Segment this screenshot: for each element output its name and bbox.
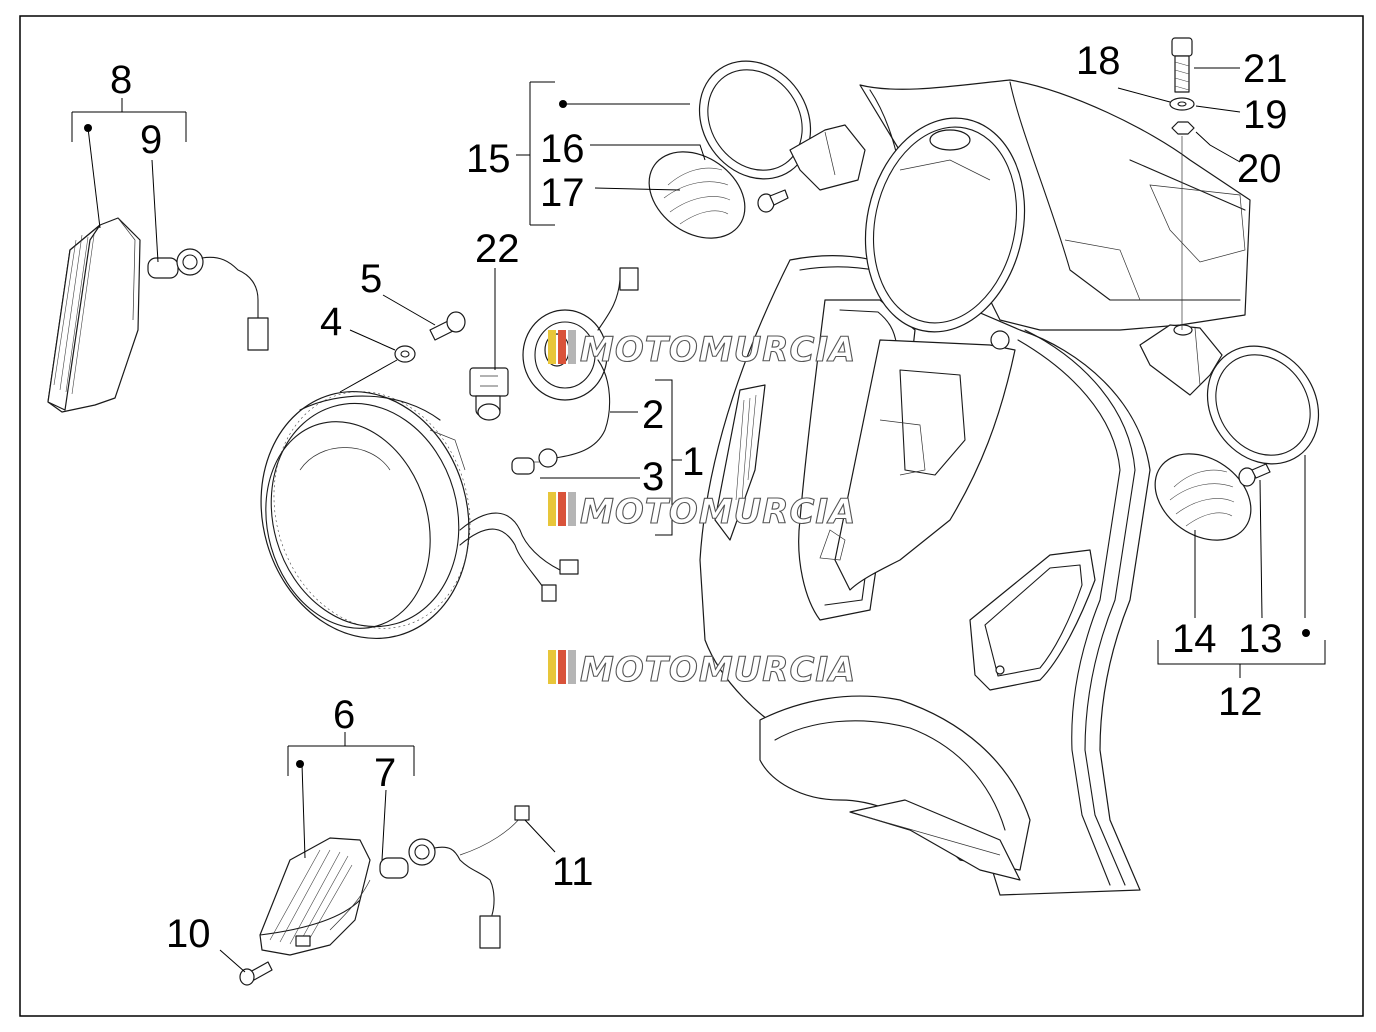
watermark-text: MOTOMURCIA — [580, 330, 856, 370]
right-mirror — [1139, 324, 1320, 465]
front-right-indicator — [259, 837, 371, 956]
callout-7: 7 — [374, 751, 396, 795]
front-left-indicator — [47, 217, 141, 413]
callout-9: 9 — [140, 118, 162, 162]
callout-5: 5 — [360, 257, 382, 301]
mirror-washer — [1169, 97, 1195, 111]
right-mirror-screw — [1238, 463, 1271, 487]
watermark-stripe-red — [558, 492, 566, 526]
callout-18: 18 — [1076, 39, 1121, 83]
callout-11: 11 — [552, 850, 594, 894]
headlight-washer — [394, 345, 416, 363]
callout-12: 12 — [1218, 680, 1263, 724]
left-mirror-screw — [757, 189, 789, 213]
watermark-stripe-yellow — [548, 330, 556, 364]
left-mirror — [698, 60, 866, 191]
headlight-assembly — [260, 390, 579, 640]
headlight-housing-ring — [864, 117, 1026, 333]
mirror-bolt — [1171, 37, 1193, 93]
watermark-stripe-grey — [568, 330, 576, 364]
callout-16: 16 — [540, 127, 585, 171]
watermark-stripe-yellow — [548, 492, 556, 526]
watermark-stripe-red — [558, 330, 566, 364]
watermark-3: MOTOMURCIA — [548, 649, 856, 691]
left-indicator-bulb-wiring — [147, 248, 269, 351]
left-mirror-glass — [648, 151, 746, 239]
callout-3: 3 — [642, 455, 664, 499]
callout-17: 17 — [540, 171, 585, 215]
callout-4: 4 — [320, 300, 342, 344]
parking-bulb — [511, 457, 540, 475]
watermark-stripe-grey — [568, 492, 576, 526]
callout-8: 8 — [110, 58, 132, 102]
watermark-text: MOTOMURCIA — [580, 650, 856, 690]
watermark-stripe-red — [558, 650, 566, 684]
callout-19: 19 — [1243, 93, 1288, 137]
callout-13: 13 — [1238, 617, 1283, 661]
right-indicator-bulb-wiring — [329, 805, 530, 949]
callout-14: 14 — [1172, 617, 1217, 661]
indicator-screw — [239, 961, 273, 986]
right-mirror-glass — [1154, 453, 1252, 541]
callout-21: 21 — [1243, 47, 1288, 91]
leader-lines — [71, 67, 1326, 973]
callout-1: 1 — [682, 440, 704, 484]
watermark-2: MOTOMURCIA — [548, 491, 856, 533]
callout-15: 15 — [466, 137, 511, 181]
callout-6: 6 — [333, 693, 355, 737]
watermark-1: MOTOMURCIA — [548, 329, 856, 371]
headlight-screw — [429, 311, 466, 341]
watermark-stripe-yellow — [548, 650, 556, 684]
watermark-stripe-grey — [568, 650, 576, 684]
reference-dots — [84, 100, 1310, 768]
callout-2: 2 — [642, 393, 664, 437]
callout-10: 10 — [166, 912, 211, 956]
callout-labels: 8 9 15 16 17 22 5 4 2 1 3 6 7 11 10 18 2… — [110, 39, 1288, 956]
front-shield-body — [699, 79, 1251, 896]
watermark-text: MOTOMURCIA — [580, 492, 856, 532]
diagram-frame — [19, 15, 1364, 1017]
callout-22: 22 — [475, 227, 520, 271]
mirror-nut — [1171, 121, 1195, 135]
callout-20: 20 — [1237, 147, 1282, 191]
headlight-bulb — [469, 367, 509, 421]
